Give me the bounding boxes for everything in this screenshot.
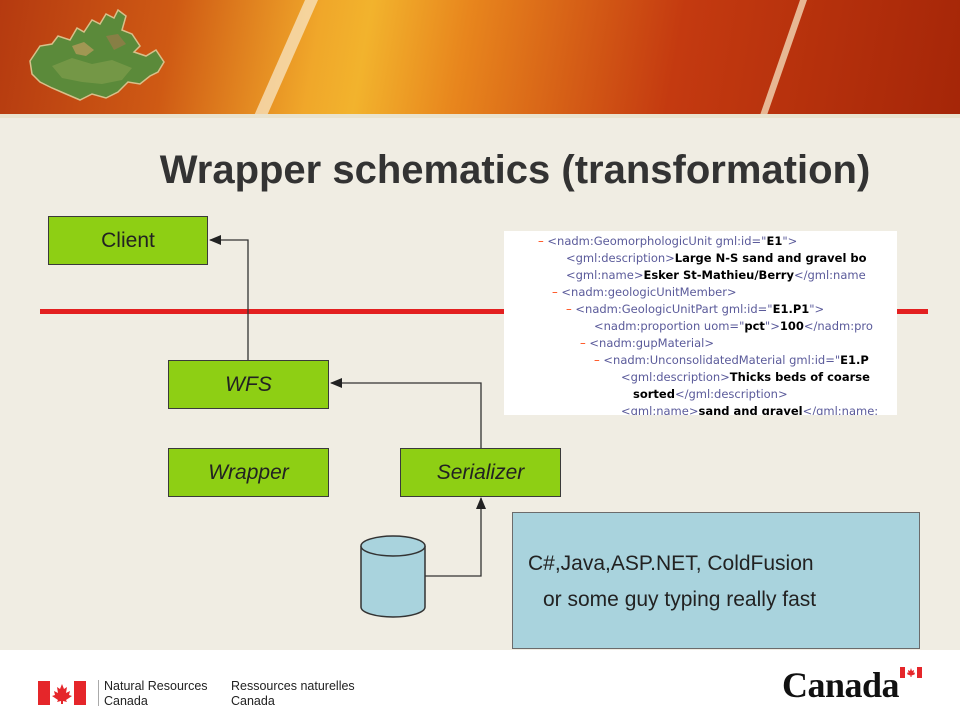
- serializer-box: Serializer: [400, 448, 561, 497]
- department-name-fr-line1: Ressources naturelles: [231, 679, 355, 693]
- department-name-en-line2: Canada: [104, 694, 148, 708]
- department-name-fr: Ressources naturelles Canada: [231, 679, 355, 709]
- arrow-serializer-to-wfs: [330, 378, 482, 448]
- separator-line: [40, 309, 928, 314]
- xml-line: <gml:name>Esker St-Mathieu/Berry</gml:na…: [566, 268, 866, 282]
- canada-wordmark: Canada: [782, 665, 900, 705]
- department-name-fr-line2: Canada: [231, 694, 275, 708]
- xml-line: <gml:description>Thicks beds of coarse: [621, 370, 870, 384]
- department-name-en-line1: Natural Resources: [104, 679, 208, 693]
- xml-line: – <nadm:gupMaterial>: [580, 336, 714, 350]
- xml-line: – <nadm:GeologicUnitPart gml:id="E1.P1">: [566, 302, 825, 316]
- canada-map-icon: [29, 8, 165, 101]
- arrow-wfs-to-client: [209, 235, 249, 360]
- footer: [0, 650, 960, 720]
- xml-line: <gml:name>sand and gravel</gml:name:: [621, 404, 879, 415]
- footer-divider: [98, 680, 99, 706]
- wordmark-flag-icon: [900, 667, 922, 678]
- client-box: Client: [48, 216, 208, 265]
- canada-flag-icon: [38, 681, 86, 705]
- header-banner: [0, 0, 960, 118]
- database-icon: [360, 535, 426, 618]
- xml-line: – <nadm:GeomorphologicUnit gml:id="E1">: [538, 234, 798, 248]
- implementation-note-box: C#,Java,ASP.NET, ColdFusion or some guy …: [512, 512, 920, 649]
- xml-line: sorted</gml:description>: [633, 387, 788, 401]
- wfs-box: WFS: [168, 360, 329, 409]
- xml-line: <nadm:proportion uom="pct">100</nadm:pro: [594, 319, 873, 333]
- note-line-2: or some guy typing really fast: [543, 588, 817, 611]
- banner-stripes: [0, 0, 960, 118]
- xml-line: – <nadm:UnconsolidatedMaterial gml:id="E…: [594, 353, 869, 367]
- page-title: Wrapper schematics (transformation): [159, 148, 871, 192]
- department-name-en: Natural Resources Canada: [104, 679, 208, 709]
- note-line-1: C#,Java,ASP.NET, ColdFusion: [528, 552, 814, 575]
- xml-line: – <nadm:geologicUnitMember>: [552, 285, 737, 299]
- xml-line: <gml:description>Large N-S sand and grav…: [566, 251, 867, 265]
- wrapper-box: Wrapper: [168, 448, 329, 497]
- arrow-database-to-serializer: [424, 497, 486, 577]
- xml-sample-panel: – <nadm:GeomorphologicUnit gml:id="E1"> …: [504, 231, 897, 415]
